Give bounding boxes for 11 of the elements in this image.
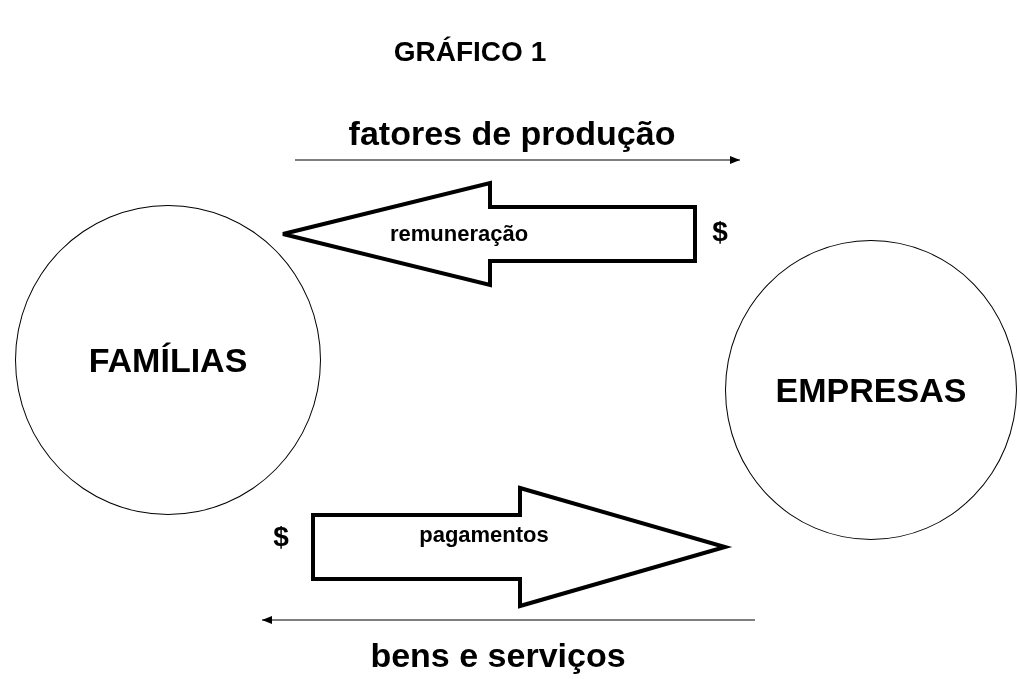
title: GRÁFICO 1 [393,36,547,68]
currency-sign: $ [273,521,289,553]
block-arrow [311,485,733,609]
node-label: EMPRESAS [775,370,967,410]
edge-label: remuneração [389,221,529,247]
currency-sign: $ [712,216,728,248]
flow-label: bens e serviços [370,635,626,675]
node-label: FAMÍLIAS [88,340,248,380]
edge-label: pagamentos [419,522,549,548]
block-arrow [281,180,697,288]
flow-label: fatores de produção [348,113,676,153]
